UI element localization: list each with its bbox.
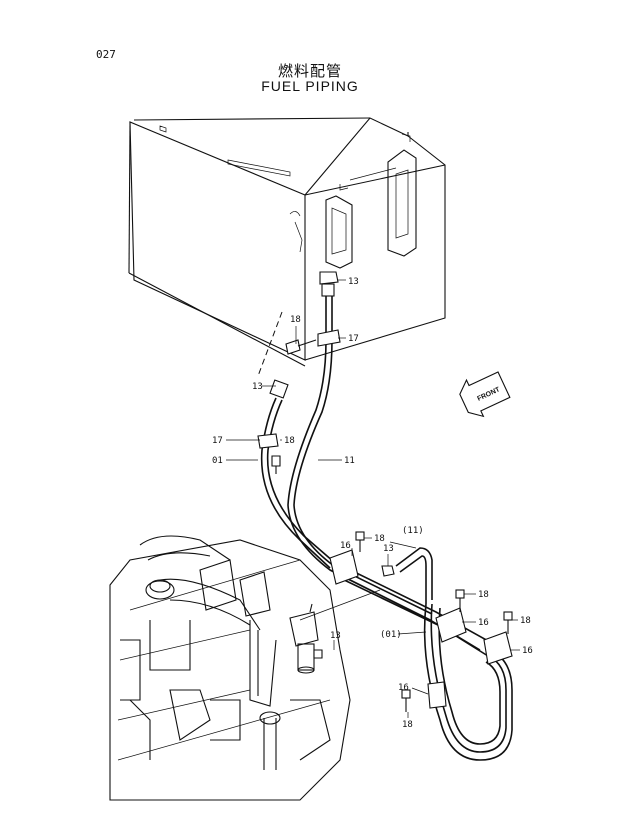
leader-lines [226, 279, 520, 718]
fuel-tank [128, 117, 446, 367]
page-number: 027 [96, 48, 116, 61]
engine-block [109, 535, 381, 801]
callout-13-b: 13 [383, 544, 394, 554]
callout-16-b: 16 [478, 618, 489, 628]
callout-13-mid: 13 [252, 382, 263, 392]
callout-13-tank: 13 [348, 277, 359, 287]
callout-13-c: 13 [330, 631, 341, 641]
callout-18-top: 18 [290, 315, 301, 325]
callout-17-mid: 17 [212, 436, 223, 446]
callout-11: 11 [344, 456, 355, 466]
callout-18-d: 18 [402, 720, 413, 730]
callout-18-b: 18 [478, 590, 489, 600]
callout-01-paren: (01) [380, 630, 402, 640]
callout-17-top: 17 [348, 334, 359, 344]
callout-18-c: 18 [520, 616, 531, 626]
front-arrow-icon: FRONT [459, 371, 511, 418]
callout-11-paren: (11) [402, 526, 424, 536]
bolts-18-right [355, 531, 513, 712]
callout-16-d: 16 [398, 683, 409, 693]
hose-11 [287, 271, 433, 621]
hose-01 [257, 379, 335, 569]
callout-16-a: 16 [340, 541, 351, 551]
title-english: FUEL PIPING [261, 78, 359, 94]
hose-path-dashed [257, 311, 283, 377]
bolt-18-top [285, 339, 317, 355]
callout-16-c: 16 [522, 646, 533, 656]
callout-18-a: 18 [374, 534, 385, 544]
callout-18-mid: 18 [284, 436, 295, 446]
callout-01: 01 [212, 456, 223, 466]
title-japanese: 燃料配管 [277, 62, 342, 80]
pipe-run [329, 547, 513, 761]
